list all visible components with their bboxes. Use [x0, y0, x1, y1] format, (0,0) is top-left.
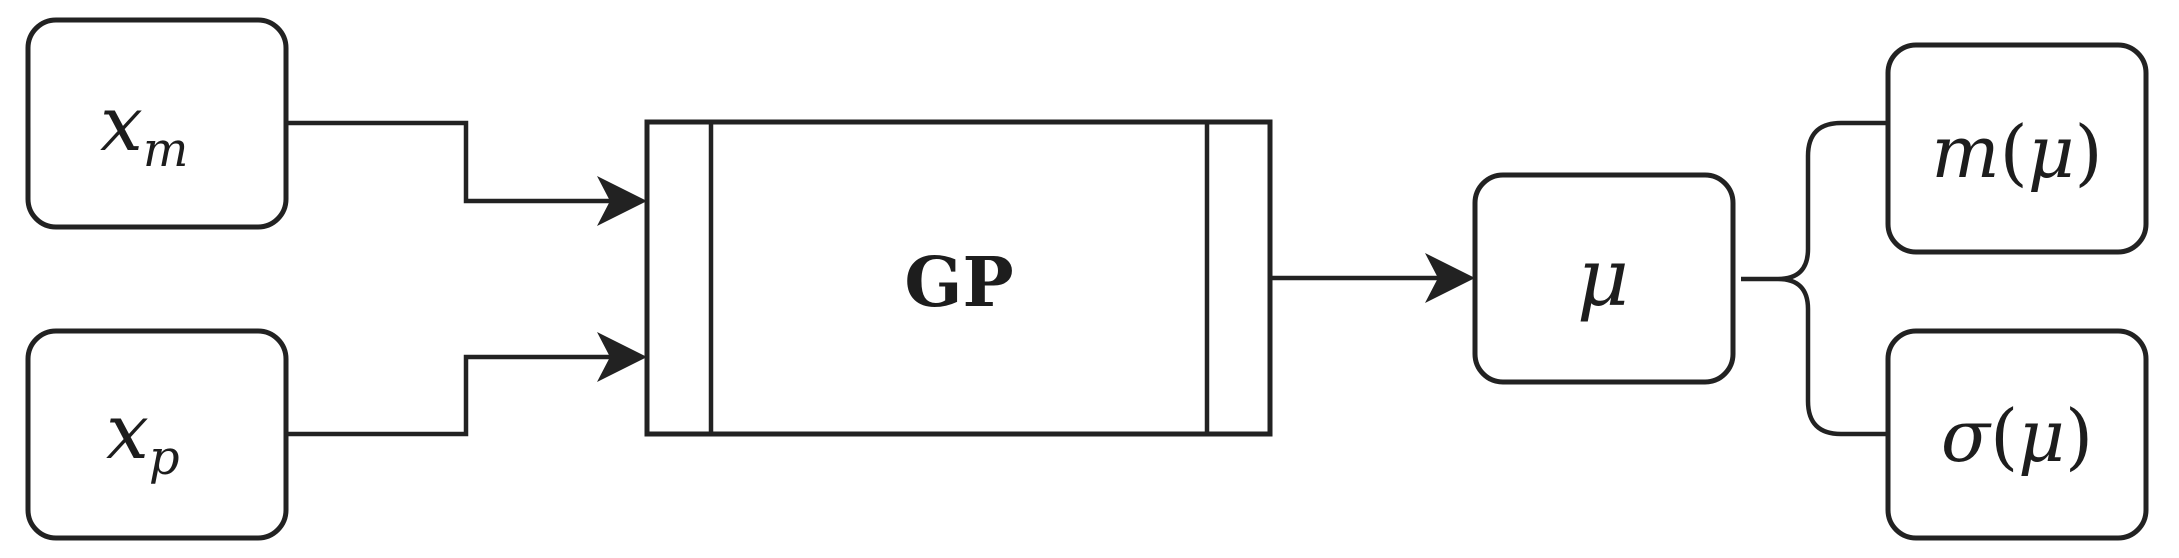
input-xm-base: x — [100, 79, 143, 168]
mean-func: m — [1931, 110, 1999, 194]
edge-xp-to-gp — [286, 332, 647, 437]
mean-arg: μ — [2028, 110, 2075, 194]
std-node: σ(μ) — [1885, 328, 2149, 541]
std-close-paren: ) — [2065, 394, 2093, 478]
input-xp-base: x — [106, 387, 149, 476]
gp-node: GP — [644, 119, 1273, 437]
mean-label: m(μ) — [1931, 110, 2102, 194]
edge-xm-to-gp-line — [286, 120, 610, 204]
edge-xp-to-gp-arrowhead — [597, 332, 647, 382]
mu-node: μ — [1472, 172, 1736, 385]
input-xp-label: xp — [106, 387, 180, 486]
input-xm-subscript: m — [143, 122, 189, 178]
input-xp-subscript: p — [149, 430, 180, 486]
edge-xp-to-gp-line — [286, 354, 610, 437]
output-brace-path — [1741, 120, 1888, 437]
std-arg: μ — [2018, 394, 2065, 478]
mean-open-paren: ( — [2000, 110, 2028, 194]
edge-gp-to-mu-arrowhead — [1425, 253, 1475, 303]
edge-xm-to-gp-arrowhead — [597, 176, 647, 226]
mu-box — [1472, 172, 1736, 385]
mean-node: m(μ) — [1885, 42, 2149, 255]
mu-label: μ — [1577, 231, 1629, 324]
gp-label: GP — [904, 243, 1013, 323]
input-xp-node: xp — [25, 328, 289, 541]
std-open-paren: ( — [1990, 394, 2018, 478]
input-xm-node: xm — [25, 17, 289, 230]
std-func: σ — [1941, 394, 1992, 478]
edge-xm-to-gp — [286, 120, 647, 226]
edge-gp-to-mu — [1270, 253, 1475, 303]
input-xm-label: xm — [100, 79, 188, 178]
std-label: σ(μ) — [1941, 394, 2093, 478]
mean-close-paren: ) — [2075, 110, 2103, 194]
output-brace — [1741, 120, 1888, 437]
mean-box — [1885, 42, 2149, 255]
gp-box — [644, 119, 1273, 437]
